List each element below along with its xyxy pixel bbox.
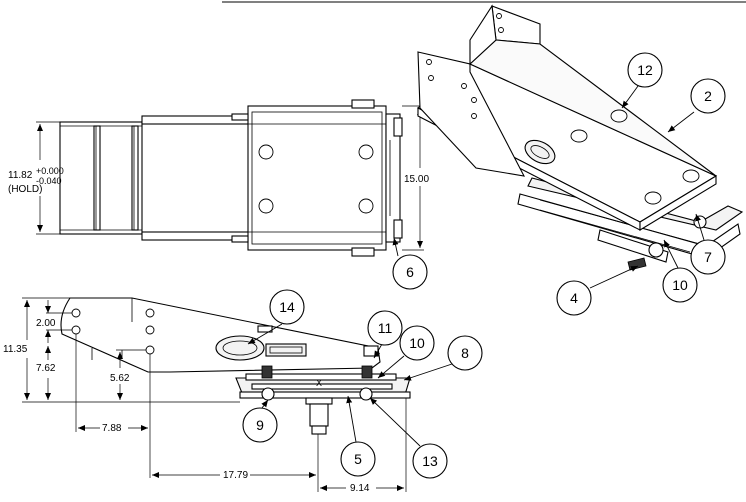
balloon-5: 5: [340, 395, 376, 477]
balloon-6: 6: [392, 237, 428, 290]
balloon-11-label: 11: [378, 320, 393, 336]
balloon-5-label: 5: [354, 451, 362, 467]
balloon-12: 12: [621, 52, 663, 109]
dimension-height-top: 11.82 +0.000 -0.040 (HOLD): [8, 121, 64, 235]
balloon-10-side: 10: [377, 325, 435, 379]
dimension-width-top: 15.00: [402, 105, 429, 251]
balloon-7: 7: [690, 213, 726, 275]
balloon-14-label: 14: [279, 299, 295, 315]
side-hole-height-label: 5.62: [110, 373, 130, 384]
isometric-view: [417, 4, 744, 271]
balloon-10-iso-label: 10: [672, 277, 688, 293]
balloon-2: 2: [667, 78, 726, 133]
height-tol-minus-label: -0.040: [36, 176, 62, 186]
balloon-13: 13: [369, 397, 448, 479]
balloon-11: 11: [367, 310, 403, 359]
side-hole-spacing-label: 2.00: [36, 318, 56, 329]
side-offset-a-label: 7.88: [102, 423, 122, 434]
balloon-9: 9: [242, 399, 278, 443]
balloon-9-label: 9: [256, 417, 264, 433]
balloon-8: 8: [403, 335, 483, 381]
balloon-2-label: 2: [704, 88, 712, 104]
balloon-6-label: 6: [406, 264, 414, 280]
balloon-8-label: 8: [461, 345, 469, 361]
balloon-14: 14: [247, 289, 305, 345]
center-mark: X: [316, 378, 322, 388]
side-offset-b-label: 17.79: [223, 470, 248, 481]
side-offset-c-label: 9.14: [350, 483, 370, 494]
side-height-lower-label: 7.62: [36, 363, 56, 374]
side-height-overall-label: 11.35: [3, 344, 28, 355]
side-view-dimensions: 11.35 2.00 7.62 5.62 7.88 17.79 9.14: [3, 297, 407, 494]
balloon-10-side-label: 10: [409, 335, 425, 351]
width-top-label: 15.00: [404, 174, 429, 185]
height-tol-plus-label: +0.000: [36, 166, 64, 176]
balloon-13-label: 13: [422, 453, 438, 469]
height-note-label: (HOLD): [8, 184, 42, 195]
balloon-12-label: 12: [637, 62, 653, 78]
side-view: X: [60, 297, 411, 435]
height-nominal-label: 11.82: [8, 170, 33, 181]
balloon-7-label: 7: [704, 249, 712, 265]
balloon-10-iso: 10: [662, 239, 698, 303]
balloon-4: 4: [556, 265, 639, 316]
top-view: [59, 99, 403, 257]
balloon-4-label: 4: [570, 290, 578, 306]
